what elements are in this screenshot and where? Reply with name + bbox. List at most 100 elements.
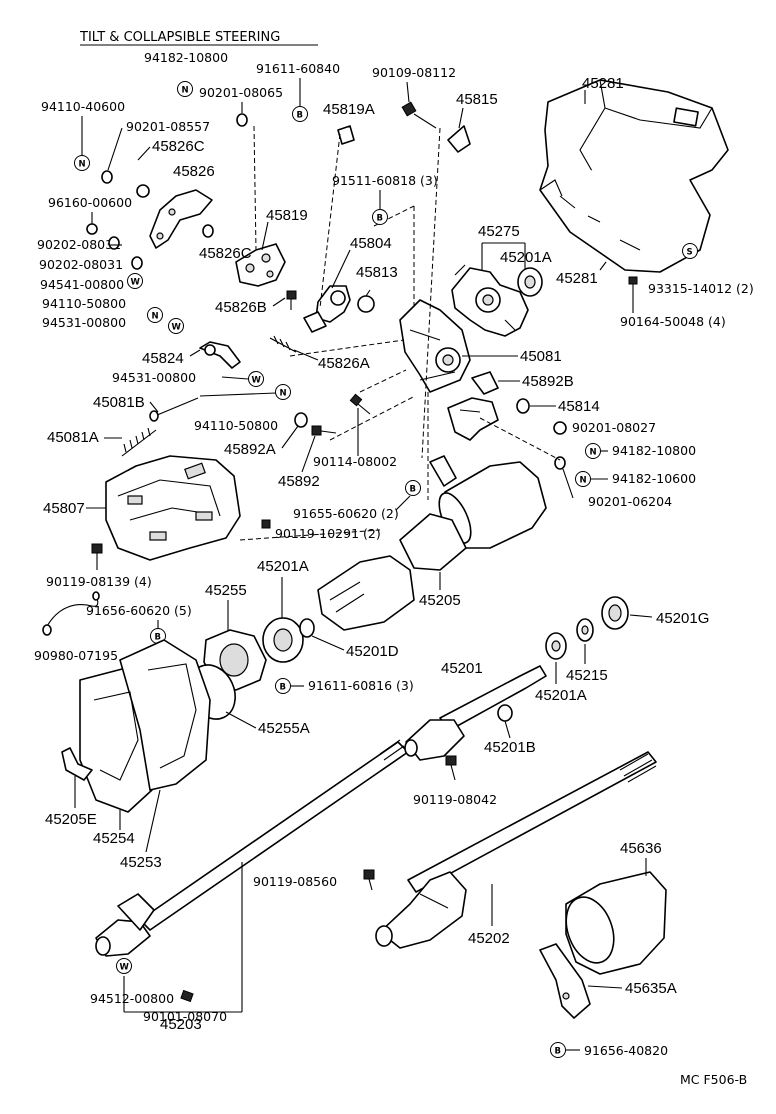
symbol-b-91656-60620-letter: B xyxy=(155,633,161,643)
label-90980-07195: 90980-07195 xyxy=(34,648,118,663)
label-45203: 45203 xyxy=(160,1016,202,1033)
label-45892: 45892 xyxy=(278,473,320,490)
label-45824: 45824 xyxy=(142,350,184,367)
boot-45253 xyxy=(79,639,211,813)
label-45826: 45826 xyxy=(173,163,215,180)
bushing-45814 xyxy=(516,398,530,414)
leader-45253 xyxy=(145,789,161,853)
label-45814: 45814 xyxy=(558,398,600,415)
label-91611-60816: 91611-60816 (3) xyxy=(308,678,414,693)
symbol-s-93315-letter: S xyxy=(687,248,693,258)
bracket-45826 xyxy=(149,189,213,249)
leader-45255A xyxy=(225,711,257,729)
label-45892A: 45892A xyxy=(224,441,276,458)
symbol-b-91511 xyxy=(372,209,388,225)
wire-90980 xyxy=(42,591,100,636)
bolt-90101 xyxy=(180,989,194,1003)
spring-45081A xyxy=(121,427,157,457)
label-45205E: 45205E xyxy=(45,811,97,828)
label-45201A-mid: 45201A xyxy=(257,558,309,575)
label-45201A-low: 45201A xyxy=(535,687,587,704)
label-90202-08031-b: 90202-08031 xyxy=(39,257,123,272)
bolt-90119-08042 xyxy=(445,755,457,781)
ring-45201D xyxy=(299,618,315,638)
leader-45201G xyxy=(629,614,653,618)
symbol-b-91656-40820 xyxy=(550,1042,566,1058)
symbol-b-91655 xyxy=(405,480,421,496)
symbol-n-94182-top xyxy=(177,81,193,97)
label-94110-50800-a: 94110-50800 xyxy=(42,296,126,311)
label-45201A-top: 45201A xyxy=(500,249,552,266)
label-45205: 45205 xyxy=(419,592,461,609)
symbol-w-94541-letter: W xyxy=(131,278,141,288)
lever-45814-assembly xyxy=(447,397,499,441)
leader-45824 xyxy=(189,349,201,357)
label-45275: 45275 xyxy=(478,223,520,240)
bracket-45635A xyxy=(539,943,591,1019)
bracket-45807 xyxy=(105,455,241,561)
leader-45281-bot xyxy=(599,261,607,271)
symbol-n-94182-top-letter: N xyxy=(182,86,189,96)
label-45892B: 45892B xyxy=(522,373,574,390)
pin-45819A xyxy=(337,125,355,145)
washer-96160 xyxy=(86,223,98,235)
label-45635A: 45635A xyxy=(625,980,677,997)
leader-45826C-top xyxy=(137,146,151,161)
spring-45826A xyxy=(269,335,297,353)
leader-45201B xyxy=(504,720,511,739)
label-45804: 45804 xyxy=(350,235,392,252)
label-45826B: 45826B xyxy=(215,299,267,316)
label-96160-00600: 96160-00600 xyxy=(48,195,132,210)
rod-45081B xyxy=(149,397,199,422)
label-91511-60818: 91511-60818 (3) xyxy=(332,173,438,188)
symbol-b-91611-60840-letter: B xyxy=(297,111,303,121)
symbol-w-94531-a xyxy=(168,318,184,334)
label-45819: 45819 xyxy=(266,207,308,224)
symbol-w-94531-b xyxy=(248,371,264,387)
leader-90201-06204 xyxy=(562,468,574,499)
label-45281-top: 45281 xyxy=(582,75,624,92)
label-45081B: 45081B xyxy=(93,394,145,411)
label-45081: 45081 xyxy=(520,348,562,365)
label-90202-08031-a: 90202-08031 xyxy=(37,237,121,252)
label-90119-08042: 90119-08042 xyxy=(413,792,497,807)
label-91655-60620: 91655-60620 (2) xyxy=(293,506,399,521)
label-45201B: 45201B xyxy=(484,739,536,756)
symbol-n-94182-10600-letter: N xyxy=(580,476,587,486)
leader-91655 xyxy=(395,495,411,511)
footer-code: MC F506-B xyxy=(680,1072,747,1087)
label-94182-10600: 94182-10600 xyxy=(612,471,696,486)
label-45202: 45202 xyxy=(468,930,510,947)
shaft-45202 xyxy=(375,751,657,949)
leader-45081B xyxy=(149,401,159,413)
leader-45635A xyxy=(587,985,623,989)
bolt-90109 xyxy=(401,101,437,129)
label-91611-60840: 91611-60840 xyxy=(256,61,340,76)
dash-90119-10291 xyxy=(239,529,381,541)
column-cover-45281 xyxy=(539,79,729,273)
symbol-w-94512-letter: W xyxy=(120,963,130,973)
leader-45813 xyxy=(365,289,371,297)
label-45281-bot: 45281 xyxy=(556,270,598,287)
bearing-45201A-mid xyxy=(262,617,304,663)
label-45636: 45636 xyxy=(620,840,662,857)
leader-45826A xyxy=(293,349,319,361)
dash-45814-90201 xyxy=(479,417,561,461)
leader-94110-50800-b xyxy=(199,392,277,397)
washer-90201-06204 xyxy=(554,456,566,470)
label-45215: 45215 xyxy=(566,667,608,684)
plate-45819 xyxy=(235,243,286,287)
leader-45201D xyxy=(311,635,345,651)
washer-90202-a xyxy=(108,236,120,250)
leader-45804 xyxy=(331,249,351,289)
symbol-b-91611-60816 xyxy=(275,678,291,694)
ring-45201B xyxy=(497,704,513,722)
label-93315-14012: 93315-14012 (2) xyxy=(648,281,754,296)
label-90101-08070: 90101-08070 xyxy=(143,1009,227,1024)
clip-45815 xyxy=(447,125,471,153)
symbol-n-94110-50800-b xyxy=(275,384,291,400)
washer-90201-08065 xyxy=(236,113,248,127)
label-45807: 45807 xyxy=(43,500,85,517)
label-90164-50048: 90164-50048 (4) xyxy=(620,314,726,329)
